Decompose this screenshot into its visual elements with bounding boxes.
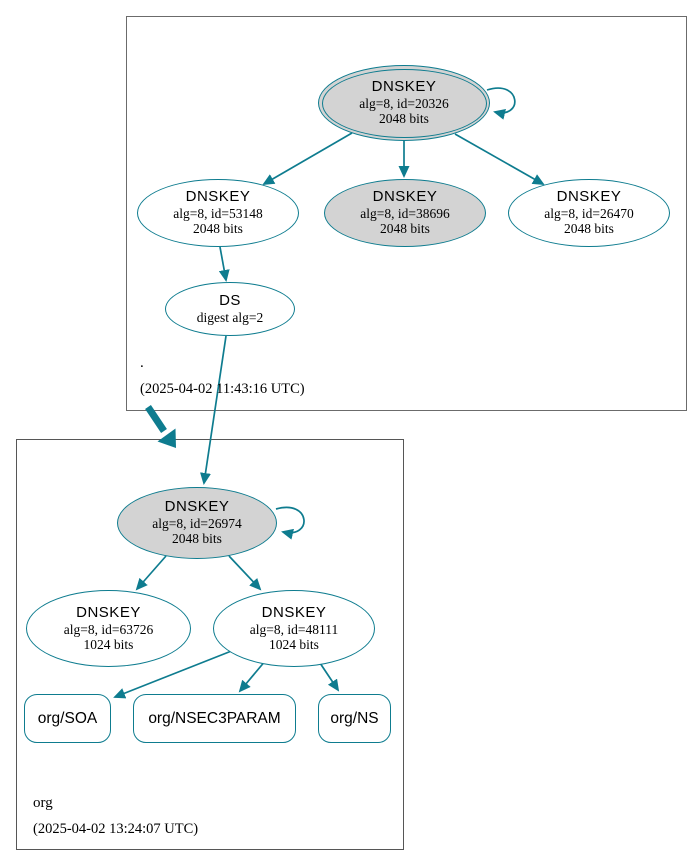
node-rrset-org-nsec3param[interactable]: org/NSEC3PARAM xyxy=(133,694,296,743)
node-bits: 2048 bits xyxy=(193,221,243,237)
node-ds[interactable]: DS digest alg=2 xyxy=(165,282,295,336)
node-detail: alg=8, id=20326 xyxy=(359,96,449,112)
node-bits: 2048 bits xyxy=(379,111,429,127)
edge-zsk48111-nsec3param xyxy=(238,659,267,693)
edge-ds-orgksk xyxy=(200,335,227,485)
edge-ksk26974-selfloop xyxy=(275,506,305,540)
zone-name-root: . xyxy=(140,355,144,371)
node-bits: 2048 bits xyxy=(564,221,614,237)
node-dnskey-63726[interactable]: DNSKEY alg=8, id=63726 1024 bits xyxy=(26,590,191,667)
node-dnskey-53148[interactable]: DNSKEY alg=8, id=53148 2048 bits xyxy=(137,179,299,247)
edge-ksk20326-zsk53148 xyxy=(262,132,353,186)
node-dnskey-48111[interactable]: DNSKEY alg=8, id=48111 1024 bits xyxy=(213,590,375,667)
node-title: DNSKEY xyxy=(261,603,327,621)
node-bits: 2048 bits xyxy=(172,531,222,547)
edge-zsk48111-ns xyxy=(317,659,340,692)
node-dnskey-38696[interactable]: DNSKEY alg=8, id=38696 2048 bits xyxy=(324,179,486,247)
edge-ksk20326-selfloop xyxy=(486,87,516,120)
node-bits: 1024 bits xyxy=(83,636,134,652)
node-detail: alg=8, id=26974 xyxy=(152,516,242,532)
node-title: DNSKEY xyxy=(371,78,437,96)
node-title: DNSKEY xyxy=(185,188,251,206)
rrset-label: org/NSEC3PARAM xyxy=(148,709,281,727)
node-detail: alg=8, id=53148 xyxy=(173,206,263,222)
node-title: DS xyxy=(219,292,241,310)
edge-ksk20326-zsk26470 xyxy=(454,133,545,185)
edge-zone-delegation xyxy=(145,405,167,433)
edge-ksk26974-zsk63726 xyxy=(135,555,167,591)
node-detail: alg=8, id=48111 xyxy=(249,621,339,637)
node-title: DNSKEY xyxy=(556,188,622,206)
edge-ksk26974-zsk48111 xyxy=(228,555,262,591)
edge-zone-delegation-head xyxy=(157,428,176,448)
rrset-label: org/NS xyxy=(330,709,379,727)
node-rrset-org-ns[interactable]: org/NS xyxy=(318,694,391,743)
node-title: DNSKEY xyxy=(372,188,438,206)
edge-zsk53148-ds xyxy=(218,246,230,282)
node-detail: alg=8, id=26470 xyxy=(544,206,634,222)
node-dnskey-26974[interactable]: DNSKEY alg=8, id=26974 2048 bits xyxy=(117,487,277,559)
node-bits: 2048 bits xyxy=(380,221,430,237)
node-dnskey-20326[interactable]: DNSKEY alg=8, id=20326 2048 bits xyxy=(318,65,490,141)
node-rrset-org-soa[interactable]: org/SOA xyxy=(24,694,111,743)
node-bits: 1024 bits xyxy=(269,636,319,652)
node-title: DNSKEY xyxy=(164,498,230,516)
node-detail: alg=8, id=38696 xyxy=(360,206,450,222)
edge-zsk48111-soa xyxy=(113,649,235,699)
node-detail: alg=8, id=63726 xyxy=(63,621,154,637)
node-detail: digest alg=2 xyxy=(196,309,264,325)
rrset-label: org/SOA xyxy=(37,709,98,727)
zone-timestamp-root: (2025-04-02 11:43:16 UTC) xyxy=(140,381,305,397)
node-title: DNSKEY xyxy=(76,603,141,621)
zone-timestamp-org: (2025-04-02 13:24:07 UTC) xyxy=(33,821,199,837)
node-dnskey-26470[interactable]: DNSKEY alg=8, id=26470 2048 bits xyxy=(508,179,670,247)
zone-name-org: org xyxy=(33,795,53,811)
